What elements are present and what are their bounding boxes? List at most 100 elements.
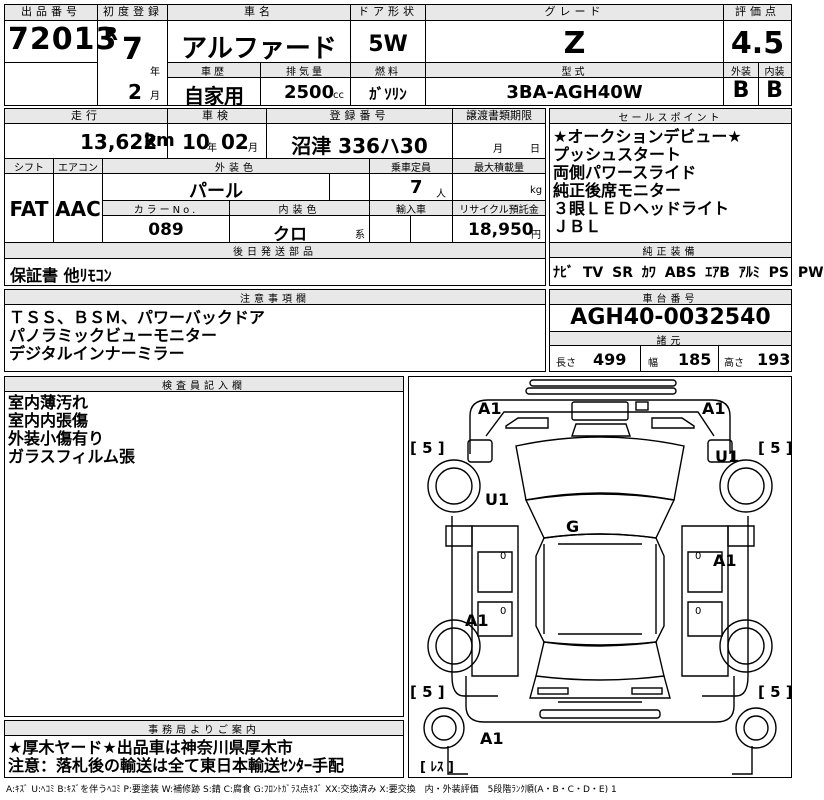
mileage: 13,622 — [80, 130, 158, 154]
notes-lines: ＴＳＳ、ＢＳＭ、パワーバックドア パノラミックビューモニター デジタルインナーミ… — [9, 309, 265, 363]
sales-line: ＪＢＬ — [553, 217, 602, 236]
chassis-number: AGH40-0032540 — [570, 305, 771, 330]
sales-line: 純正後席モニター — [553, 181, 682, 200]
transfer-day-unit: 日 — [530, 144, 540, 155]
insp-month: 02 — [221, 130, 249, 154]
displacement-unit: cc — [333, 90, 344, 101]
damage-mark: A1 — [480, 729, 504, 748]
equipment-item: PW — [797, 265, 824, 281]
displacement: 2500 — [284, 82, 335, 103]
model-label: 型式 — [426, 63, 723, 78]
office-lines: ★厚木ヤード★出品車は神奈川県厚木市 注意：落札後の輸送は全て東日本輸送ｾﾝﾀｰ… — [8, 739, 344, 775]
fuel-label: 燃料 — [351, 63, 425, 78]
int-color-label: 内装色 — [230, 201, 369, 216]
plate-label: 登録番号 — [267, 109, 452, 124]
sales-line: 両側パワースライド — [553, 163, 697, 182]
height-label: 高さ — [724, 358, 744, 369]
tire-depth: [ 5 ] — [410, 683, 445, 701]
zero-mark: 0 — [695, 551, 702, 562]
capacity: 7 — [410, 177, 423, 198]
notes-label: 注意事項欄 — [5, 290, 545, 305]
interior-color: クロ — [273, 225, 307, 245]
shift: FAT — [9, 197, 49, 221]
lot-label: 出品番号 — [5, 5, 97, 21]
capacity-label: 乗車定員 — [370, 159, 452, 174]
era: R — [104, 24, 118, 45]
later-parts: 保証書 他ﾘﾓｺﾝ — [10, 266, 112, 285]
specs-label: 諸元 — [550, 332, 791, 347]
shift-label: シフト — [5, 159, 53, 174]
chassis-label: 車台番号 — [550, 290, 791, 305]
grade-label: グレード — [426, 5, 723, 21]
insp-month-unit: 月 — [248, 143, 258, 154]
ext-label: 外装 — [724, 63, 758, 78]
insp-year-unit: 年 — [207, 143, 217, 154]
int-color-unit: 系 — [355, 230, 365, 241]
displacement-label: 排気量 — [261, 63, 350, 78]
inspector-line: ガラスフィルム張 — [8, 447, 136, 466]
office-panel — [4, 720, 404, 778]
chassis-panel — [549, 289, 792, 372]
exterior-color: パール — [189, 181, 243, 202]
zero-mark: 0 — [500, 551, 507, 562]
inspector-lines: 室内薄汚れ 室内内張傷 外装小傷有り ガラスフィルム張 — [8, 394, 135, 466]
damage-mark: A1 — [702, 399, 726, 418]
transfer-month-unit: 月 — [493, 144, 503, 155]
inspection-label: 車検 — [168, 109, 266, 124]
width-label: 幅 — [648, 358, 658, 369]
inspector-line: 室内薄汚れ — [8, 393, 89, 412]
plate-number: 沼津 336ハ30 — [291, 134, 428, 158]
inspector-line: 室内内張傷 — [8, 411, 89, 430]
damage-mark: U1 — [715, 447, 740, 466]
damage-mark: A1 — [478, 399, 502, 418]
color-number: 089 — [148, 220, 184, 240]
score: 4.5 — [730, 26, 785, 61]
sales-line: プッシュスタート — [553, 145, 682, 164]
first-reg-label: 初度登録 — [98, 5, 168, 21]
sales-label: セールスポイント — [550, 109, 791, 124]
reg-month: 2 — [128, 80, 142, 104]
door-type: 5W — [368, 32, 408, 57]
ac: AAC — [55, 197, 101, 221]
damage-mark: G — [566, 517, 580, 536]
equipment-item: ｴｱB — [705, 265, 730, 281]
detail-grid — [4, 108, 546, 286]
car-diagram — [423, 379, 777, 775]
ext-grade: B — [732, 78, 750, 103]
month-unit: 月 — [150, 91, 160, 102]
door-label: ドア形状 — [351, 5, 425, 21]
equipment-item: PS — [768, 265, 789, 281]
office-label: 事務局よりご案内 — [5, 721, 403, 736]
length-value: 499 — [593, 350, 627, 369]
int-label: 内装 — [758, 63, 791, 78]
equipment-list: ﾅﾋﾞ TV SR ｶﾜ ABS ｴｱB ｱﾙﾐ PS PW — [553, 262, 824, 282]
height-value: 193 — [757, 350, 791, 369]
notes-panel — [4, 289, 546, 372]
equipment-item: ﾅﾋﾞ — [553, 265, 574, 281]
office-line: ★厚木ヤード★出品車は神奈川県厚木市 — [8, 738, 293, 757]
inspector-line: 外装小傷有り — [8, 429, 105, 448]
zero-mark: 0 — [500, 606, 507, 617]
fuel: ｶﾞｿﾘﾝ — [369, 85, 407, 103]
color-label: 外装色 — [103, 159, 369, 174]
score-label: 評価点 — [724, 5, 791, 21]
sales-points-panel — [549, 108, 792, 286]
header-grid — [4, 4, 792, 106]
sales-line: ３眼ＬＥＤヘッドライト — [553, 199, 730, 218]
load-unit: kg — [530, 185, 543, 196]
equipment-item: ｱﾙﾐ — [738, 265, 760, 281]
tire-depth: [ 5 ] — [758, 439, 793, 457]
recycle-fee: 18,950 — [468, 220, 534, 240]
color-no-label: カラーNo. — [103, 201, 229, 216]
inspector-panel — [4, 376, 404, 717]
zero-mark: 0 — [695, 606, 702, 617]
spare-tire: [ ﾚｽ ] — [420, 760, 454, 775]
int-grade: B — [766, 78, 783, 103]
legend: A:ｷｽﾞ U:ﾍｺﾐ B:ｷｽﾞを伴うﾍｺﾐ P:要塗装 W:補修跡 S:錆 … — [6, 785, 617, 795]
damage-mark: A1 — [465, 611, 489, 630]
lot-number: 72013 — [8, 22, 118, 57]
equipment-label: 純正装備 — [550, 243, 791, 258]
model-code: 3BA-AGH40W — [506, 82, 643, 103]
capacity-unit: 人 — [436, 189, 446, 200]
grade: Z — [563, 26, 586, 61]
